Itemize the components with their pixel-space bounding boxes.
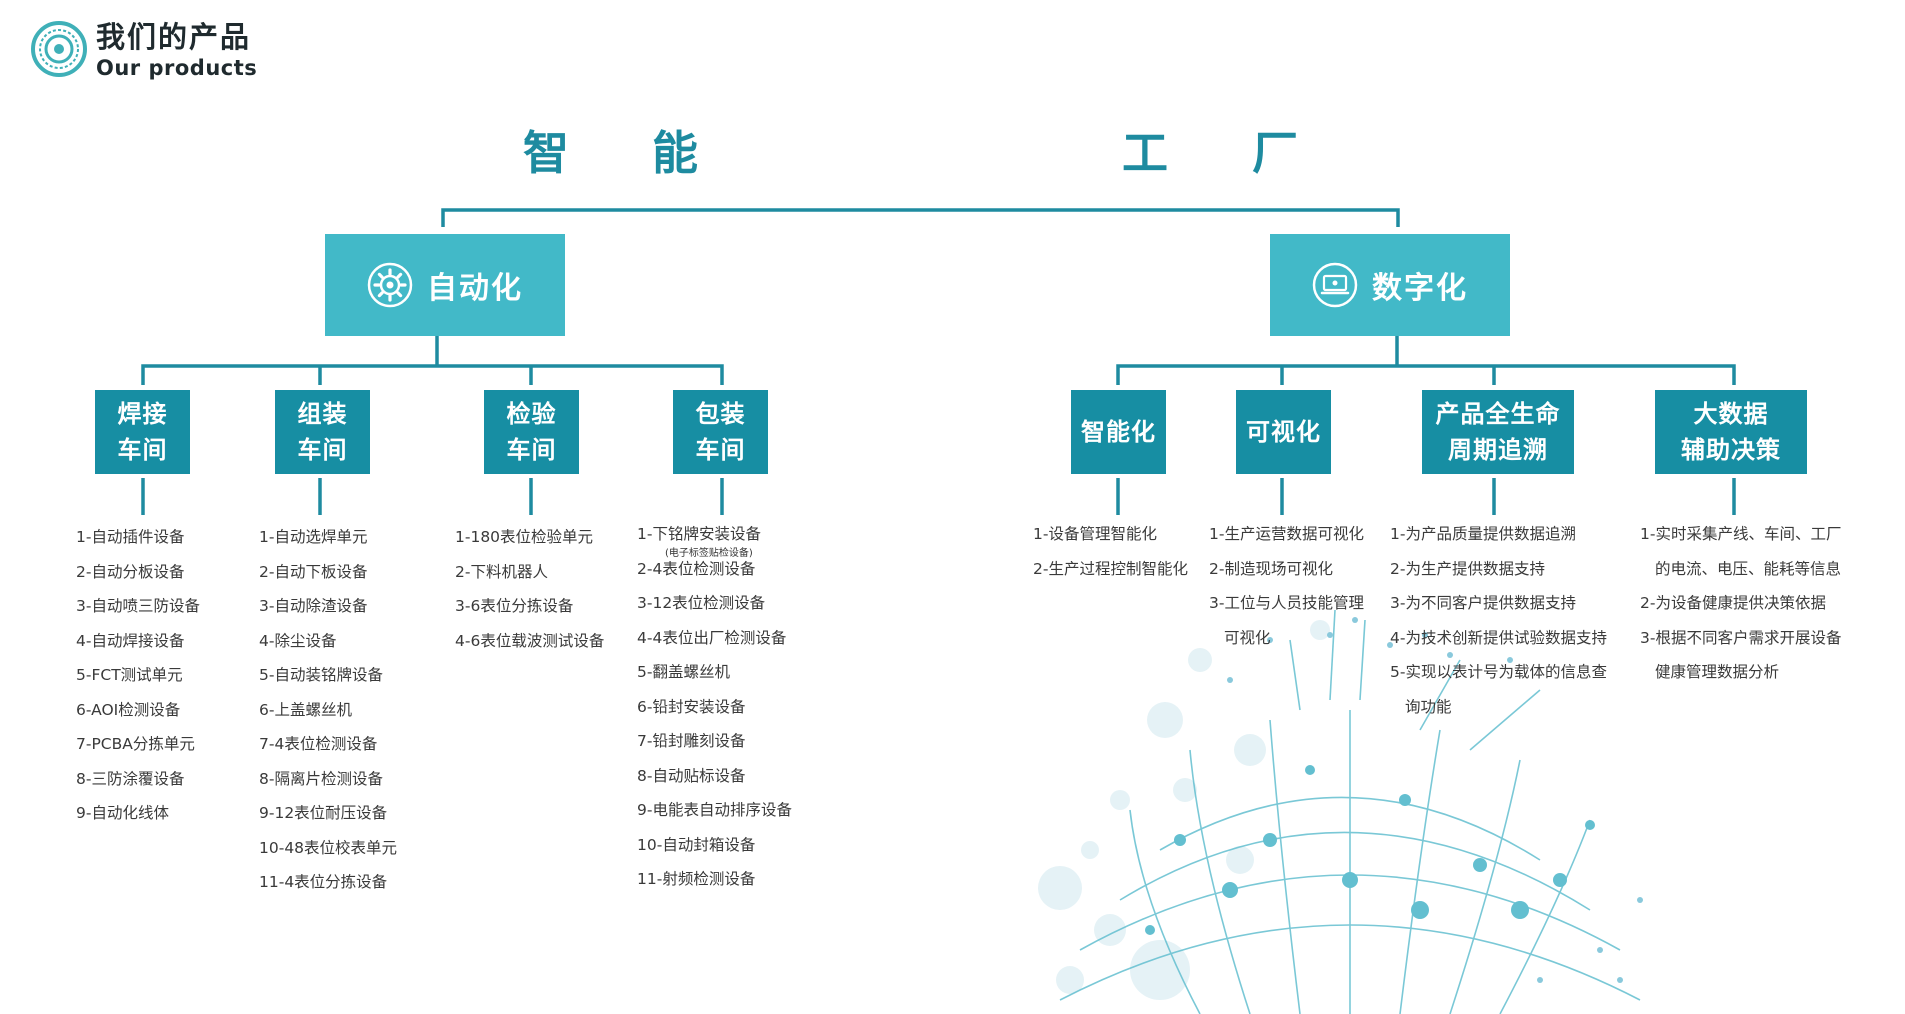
group-visualization: 可视化 — [1236, 390, 1331, 474]
group-label: 车间 — [695, 436, 746, 464]
list-item: 1-为产品质量提供数据追溯 — [1390, 525, 1576, 543]
list-item: 11-射频检测设备 — [637, 870, 756, 888]
list-item: 6-AOI检测设备 — [76, 700, 181, 719]
globe-network-decoration — [1038, 609, 1643, 1014]
group-label: 可视化 — [1246, 418, 1321, 446]
list-item: 5-翻盖螺丝机 — [637, 663, 730, 681]
list-item: 2-自动下板设备 — [259, 562, 368, 581]
group-label: 组装 — [297, 400, 348, 428]
list-item: 5-自动装铭牌设备 — [259, 666, 383, 684]
group-label: 辅助决策 — [1681, 436, 1781, 464]
group-label: 焊接 — [117, 400, 168, 428]
list-item: 1-自动插件设备 — [76, 528, 185, 546]
item-list-lifecycle: 1-为产品质量提供数据追溯 2-为生产提供数据支持 3-为不同客户提供数据支持 … — [1390, 517, 1607, 724]
list-item: 4-6表位载波测试设备 — [455, 631, 605, 650]
group-label: 车间 — [297, 436, 348, 464]
group-label: 大数据 — [1693, 400, 1769, 428]
item-note: (电子标签贴检设备) — [665, 548, 753, 559]
diagram-title-char: 智 — [523, 126, 569, 180]
list-item: 健康管理数据分析 — [1655, 663, 1780, 681]
list-item: 询功能 — [1405, 697, 1452, 716]
group-label: 车间 — [117, 436, 168, 464]
list-item: 3-自动喷三防设备 — [76, 597, 200, 615]
group-intelligent: 智能化 — [1071, 390, 1166, 474]
list-item: 6-铅封安装设备 — [637, 697, 746, 716]
group-lifecycle-tracing: 产品全生命 周期追溯 — [1422, 390, 1574, 474]
list-item: 1-下铭牌安装设备 — [637, 525, 761, 543]
monitor-icon — [1312, 262, 1358, 308]
list-item: 4-为技术创新提供试验数据支持 — [1390, 628, 1607, 647]
list-item: 9-电能表自动排序设备 — [637, 801, 792, 819]
list-item: 3-根据不同客户需求开展设备 — [1640, 628, 1842, 647]
list-item: 7-4表位检测设备 — [259, 735, 378, 753]
page-title: 我们的产品 — [96, 20, 252, 54]
list-item: 11-4表位分拣设备 — [259, 873, 388, 891]
branch-label: 自动化 — [427, 271, 523, 306]
list-item: 4-4表位出厂检测设备 — [637, 628, 787, 647]
group-label: 检验 — [506, 400, 557, 428]
list-item: 8-三防涂覆设备 — [76, 769, 185, 788]
group-label: 产品全生命 — [1435, 400, 1561, 428]
list-item: 1-实时采集产线、车间、工厂 — [1640, 525, 1842, 543]
list-item: 3-自动除渣设备 — [259, 597, 368, 615]
group-packaging: 包装 车间 — [673, 390, 768, 474]
list-item: 2-生产过程控制智能化 — [1033, 559, 1188, 578]
item-list-visualization: 1-生产运营数据可视化 2-制造现场可视化 3-工位与人员技能管理 可视化 — [1209, 517, 1364, 655]
branch-label: 数字化 — [1372, 271, 1468, 306]
list-item: 2-自动分板设备 — [76, 562, 185, 581]
group-big-data: 大数据 辅助决策 — [1655, 390, 1807, 474]
group-label: 周期追溯 — [1448, 436, 1548, 464]
group-label: 车间 — [506, 436, 557, 464]
list-item: 1-180表位检验单元 — [455, 528, 594, 546]
item-list-packaging: 1-下铭牌安装设备 2-4表位检测设备 3-12表位检测设备 4-4表位出厂检测… — [637, 517, 792, 897]
list-item: 4-除尘设备 — [259, 631, 337, 650]
list-item: 3-6表位分拣设备 — [455, 597, 574, 615]
list-item: 2-制造现场可视化 — [1209, 559, 1333, 578]
group-welding: 焊接 车间 — [95, 390, 190, 474]
list-item: 6-上盖螺丝机 — [259, 700, 352, 719]
item-list-big-data: 1-实时采集产线、车间、工厂 的电流、电压、能耗等信息 2-为设备健康提供决策依… — [1640, 517, 1841, 690]
page-subtitle: Our products — [96, 56, 258, 80]
group-assembly: 组装 车间 — [275, 390, 370, 474]
group-label: 包装 — [695, 400, 746, 428]
list-item: 8-隔离片检测设备 — [259, 769, 383, 788]
list-item: 9-12表位耐压设备 — [259, 804, 388, 822]
list-item: 3-12表位检测设备 — [637, 594, 766, 612]
list-item: 2-为生产提供数据支持 — [1390, 559, 1545, 578]
list-item: 10-自动封箱设备 — [637, 835, 756, 854]
list-item: 的电流、电压、能耗等信息 — [1655, 559, 1842, 578]
item-list-welding: 1-自动插件设备 2-自动分板设备 3-自动喷三防设备 4-自动焊接设备 5-F… — [76, 520, 200, 831]
list-item: 2-为设备健康提供决策依据 — [1640, 594, 1826, 612]
branch-automation: 自动化 — [325, 234, 565, 336]
branch-digitalization: 数字化 — [1270, 234, 1510, 336]
list-item: 7-铅封雕刻设备 — [637, 732, 746, 750]
list-item: 4-自动焊接设备 — [76, 631, 185, 650]
list-item: 可视化 — [1224, 628, 1271, 647]
item-list-intelligent: 1-设备管理智能化 2-生产过程控制智能化 — [1033, 517, 1188, 586]
list-item: 3-为不同客户提供数据支持 — [1390, 594, 1576, 612]
list-item: 8-自动贴标设备 — [637, 766, 746, 785]
list-item: 5-实现以表计号为载体的信息查 — [1390, 663, 1607, 681]
list-item: 7-PCBA分拣单元 — [76, 735, 195, 753]
list-item: 1-自动选焊单元 — [259, 528, 368, 546]
list-item: 2-下料机器人 — [455, 562, 548, 581]
list-item: 1-生产运营数据可视化 — [1209, 525, 1364, 543]
item-list-inspection: 1-180表位检验单元 2-下料机器人 3-6表位分拣设备 4-6表位载波测试设… — [455, 520, 604, 658]
diagram-title-char: 能 — [652, 126, 698, 180]
list-item: 3-工位与人员技能管理 — [1209, 594, 1364, 612]
list-item: 2-4表位检测设备 — [637, 559, 756, 578]
list-item: 1-设备管理智能化 — [1033, 525, 1157, 543]
list-item: 9-自动化线体 — [76, 804, 169, 822]
group-label: 智能化 — [1081, 418, 1156, 446]
list-item: 10-48表位校表单元 — [259, 838, 398, 857]
gear-logo-icon — [31, 21, 87, 77]
group-inspection: 检验 车间 — [484, 390, 579, 474]
item-list-assembly: 1-自动选焊单元 2-自动下板设备 3-自动除渣设备 4-除尘设备 5-自动装铭… — [259, 520, 397, 900]
diagram-title-char: 工 — [1122, 126, 1168, 180]
diagram-title-char: 厂 — [1252, 126, 1298, 180]
list-item: 5-FCT测试单元 — [76, 666, 183, 684]
gear-icon — [367, 262, 413, 308]
